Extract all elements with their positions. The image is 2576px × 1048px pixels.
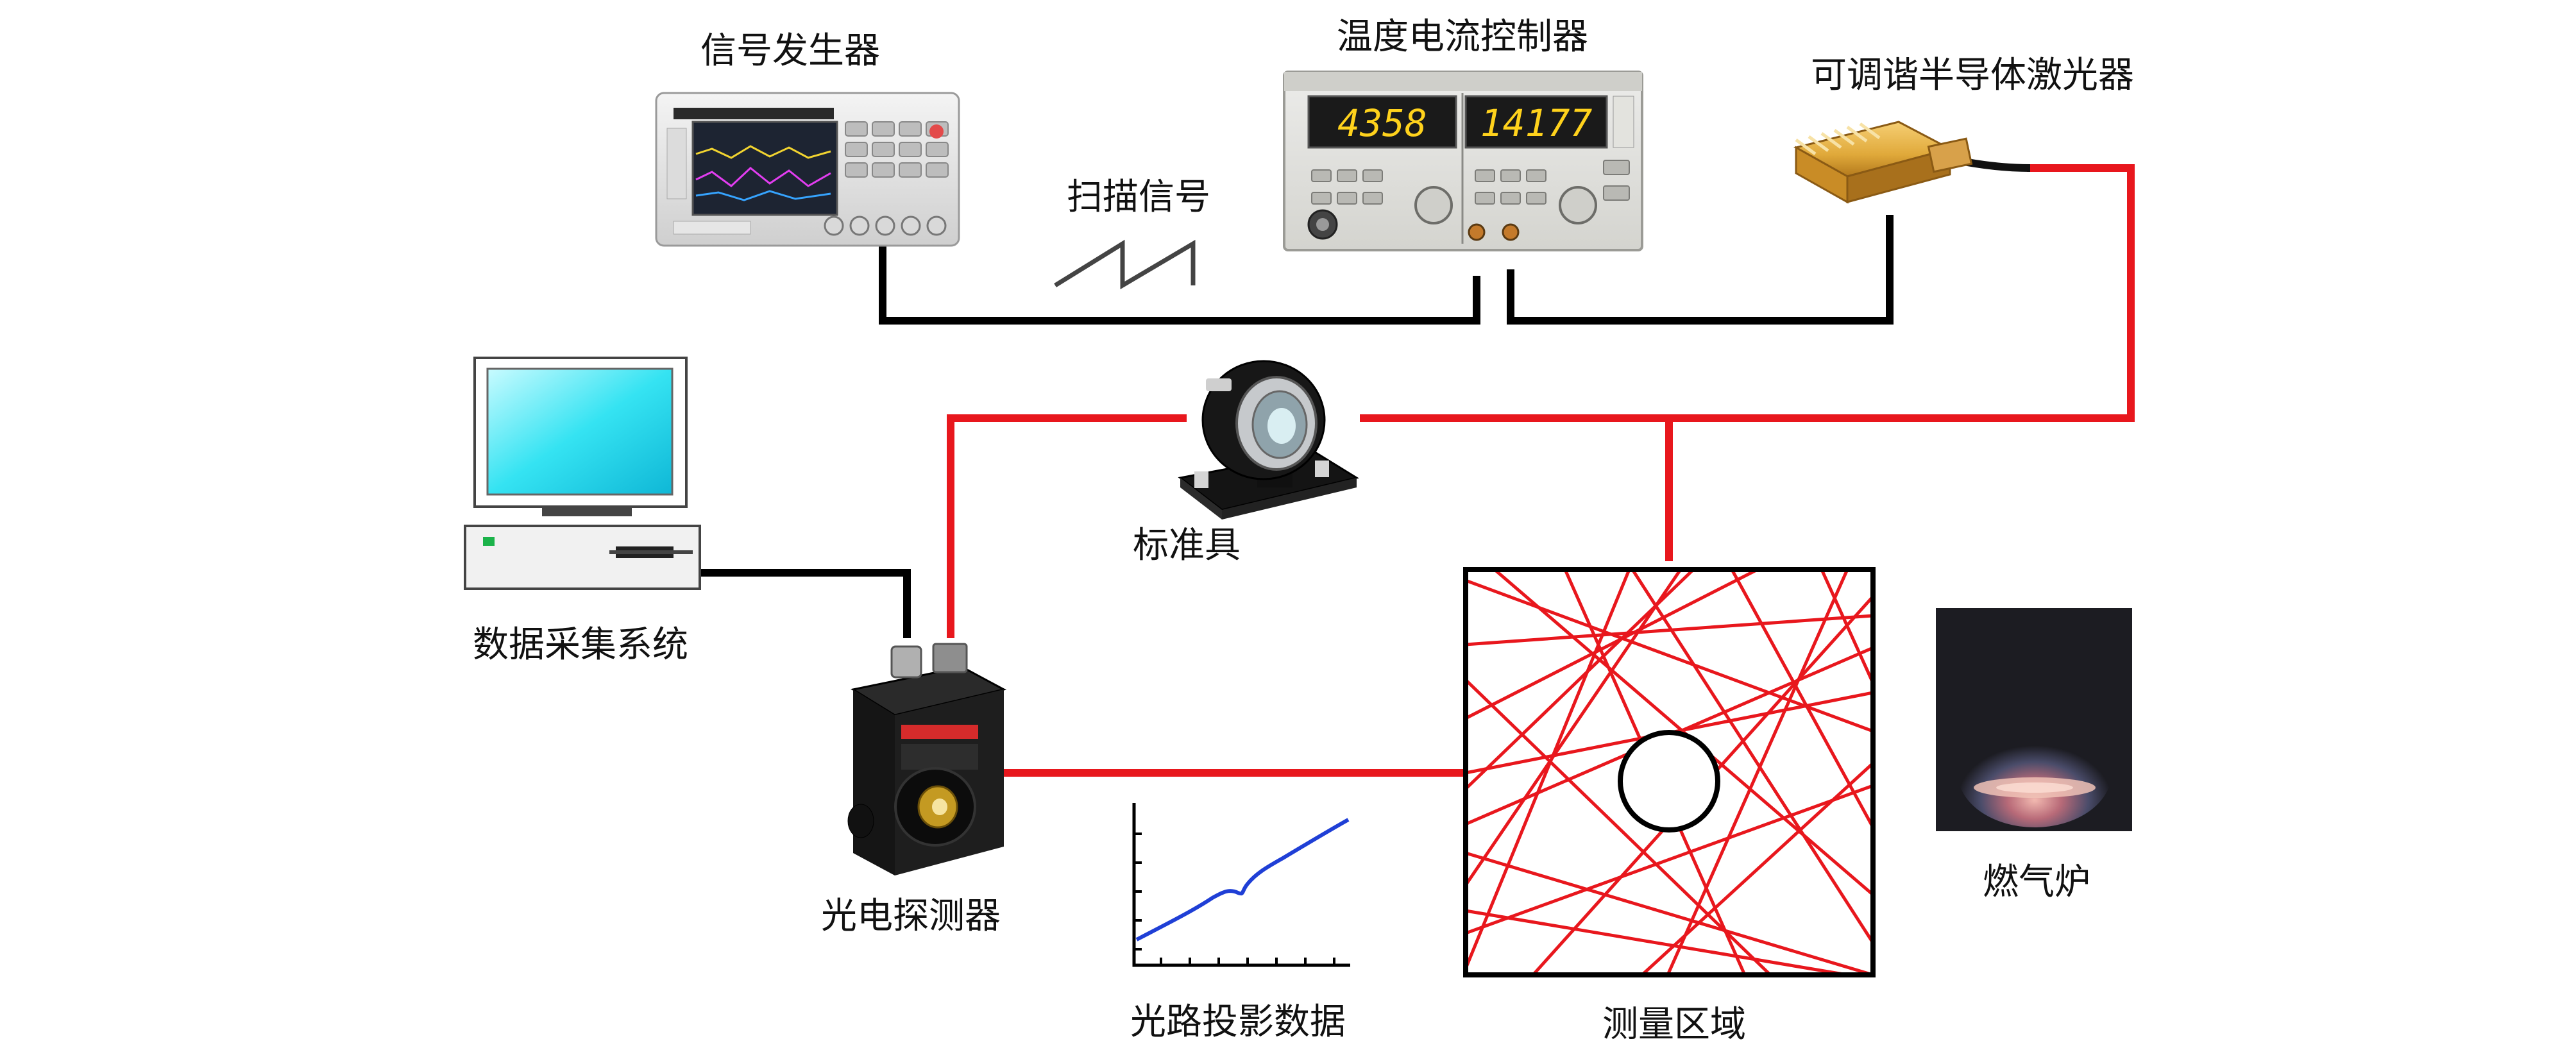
computer-device: [464, 357, 701, 590]
label-burner: 燃气炉: [1983, 861, 2090, 903]
fiber-etalon-to-detector: [947, 414, 1187, 638]
label-photodetector: 光电探测器: [821, 895, 1001, 937]
measurement-area-frame: [1463, 567, 1876, 977]
wire-controller-to-laser: [1507, 215, 1894, 325]
tunable-laser-device: [1793, 121, 2031, 204]
label-projection-data: 光路投影数据: [1130, 1001, 1346, 1043]
label-daq-system: 数据采集系统: [473, 624, 688, 666]
controller-right-readout: 14177: [1480, 101, 1593, 145]
projection-data-plot: [1132, 803, 1350, 967]
label-scan-signal: 扫描信号: [1067, 176, 1210, 218]
etalon-device: [1178, 360, 1359, 520]
controller-left-readout: 4358: [1337, 101, 1427, 145]
projection-curve: [1135, 818, 1350, 942]
projection-plot-axes: [1132, 803, 1350, 967]
label-controller: 温度电流控制器: [1337, 16, 1588, 58]
label-measurement-area: 测量区域: [1602, 1004, 1746, 1045]
electrical-wires: [699, 215, 1894, 638]
fiber-laser-out: [1360, 164, 2135, 422]
controller-device: 4358 14177: [1283, 71, 1643, 251]
label-signal-generator: 信号发生器: [700, 30, 880, 72]
wire-siggen-to-controller: [879, 221, 1480, 325]
photodetector-device: [847, 643, 1007, 875]
label-tunable-laser: 可调谐半导体激光器: [1811, 55, 2134, 96]
measurement-target-circle: [1618, 730, 1720, 832]
burner-image: [1936, 608, 2132, 831]
wire-daq-to-detector: [699, 569, 911, 638]
optical-paths: [947, 164, 2135, 777]
label-etalon: 标准具: [1133, 525, 1241, 566]
signal-generator-device: [655, 92, 960, 247]
sawtooth-waveform-icon: [1054, 239, 1196, 290]
measurement-area: [1463, 567, 1876, 977]
